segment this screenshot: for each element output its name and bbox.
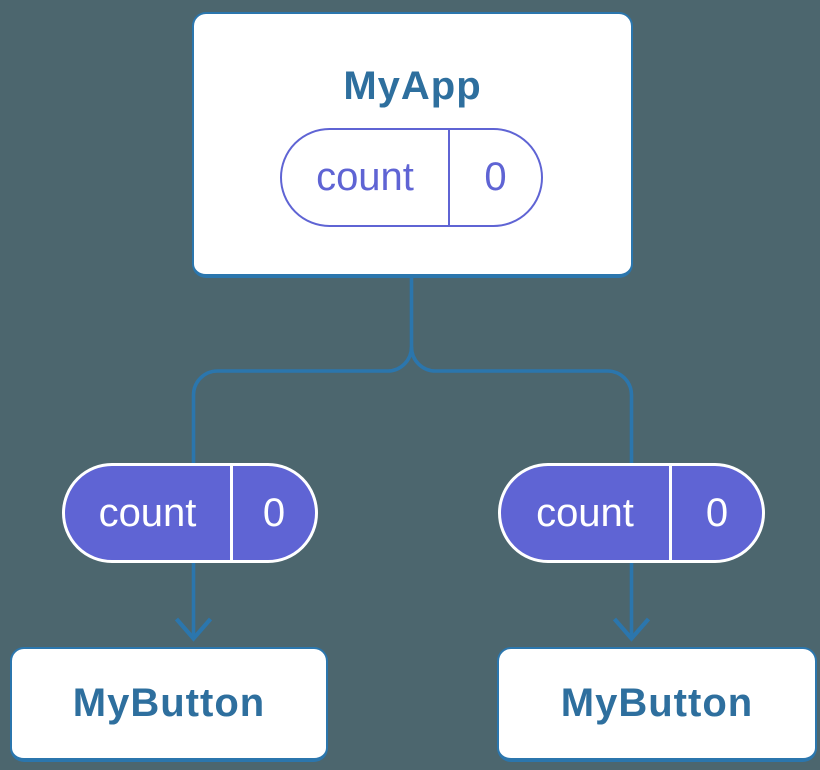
root-component-node: MyApp count 0 xyxy=(192,12,633,278)
connector-stem-left-branch xyxy=(191,277,414,636)
connector-right-branch xyxy=(409,346,634,636)
prop-pill-left: count 0 xyxy=(62,463,318,563)
prop-value: 0 xyxy=(262,490,286,535)
prop-label: count xyxy=(98,490,197,535)
arrowhead-down-left-icon xyxy=(174,617,213,642)
prop-label-cell: count xyxy=(501,466,672,560)
state-value-cell: 0 xyxy=(450,130,541,225)
prop-value-cell: 0 xyxy=(672,466,762,560)
child-component-title: MyButton xyxy=(560,681,754,725)
arrowhead-down-right-icon xyxy=(612,617,651,642)
prop-value: 0 xyxy=(705,490,729,535)
root-state-pill: count 0 xyxy=(280,128,543,227)
state-label-cell: count xyxy=(282,130,450,225)
prop-label: count xyxy=(536,490,634,535)
root-component-title: MyApp xyxy=(343,64,482,108)
prop-pill-right: count 0 xyxy=(498,463,765,563)
child-component-node-right: MyButton xyxy=(497,647,817,762)
prop-value-cell: 0 xyxy=(233,466,315,560)
prop-label-cell: count xyxy=(65,466,233,560)
child-component-title: MyButton xyxy=(72,681,266,725)
child-component-node-left: MyButton xyxy=(10,647,328,762)
state-label: count xyxy=(316,155,414,199)
state-value: 0 xyxy=(484,155,507,199)
